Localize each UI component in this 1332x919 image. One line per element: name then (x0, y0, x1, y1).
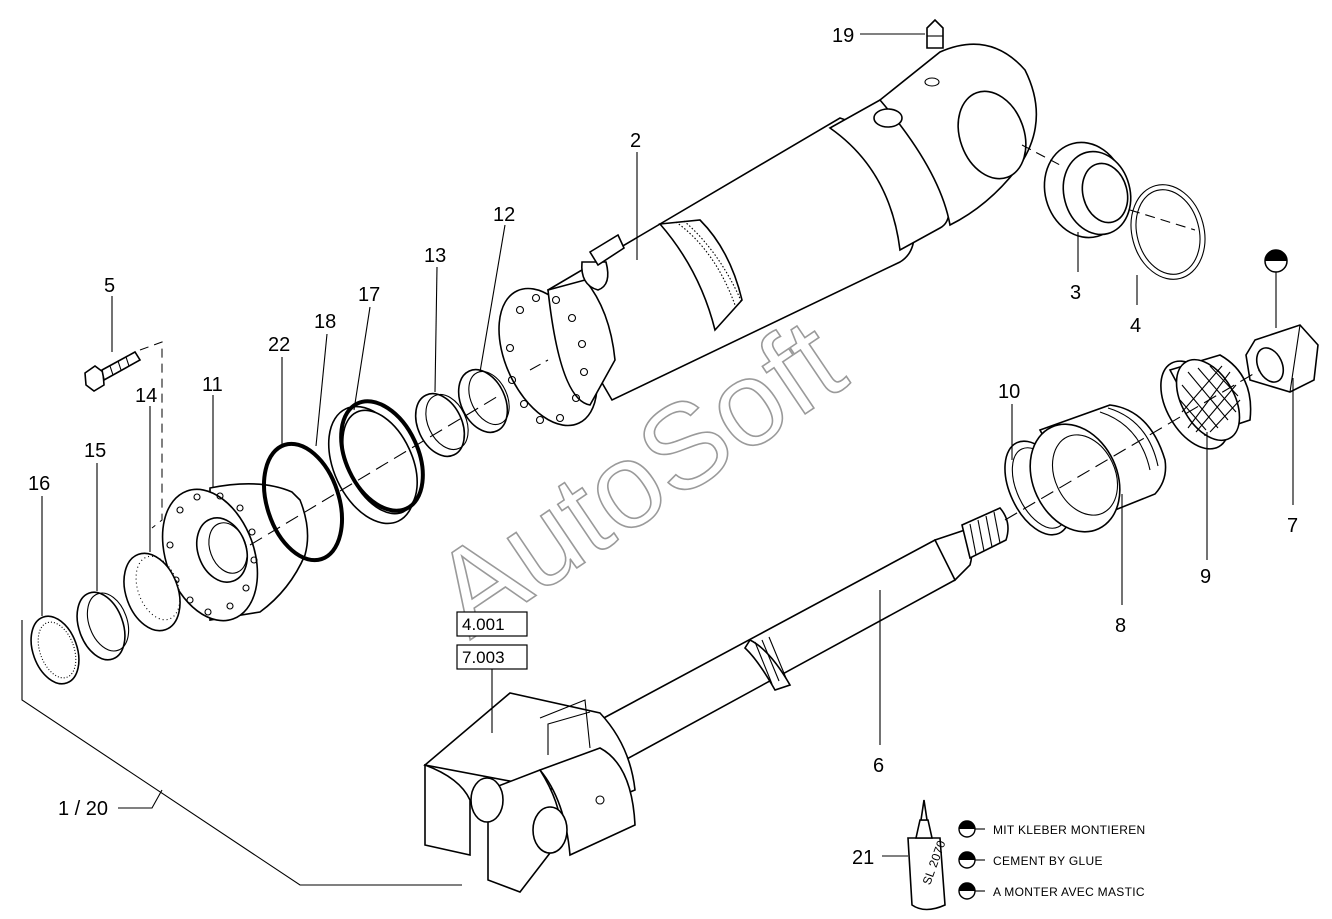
callout-4: 4 (1130, 315, 1141, 337)
callout-2: 2 (630, 130, 641, 152)
legend-half-circle-icon (958, 820, 985, 838)
callout-22: 22 (268, 334, 290, 356)
part-9-nut-ring (1160, 354, 1252, 450)
legend-half-circle-icon (958, 882, 985, 900)
cylinder-barrel (498, 18, 1038, 427)
part-12-ring (457, 368, 510, 434)
callout-3: 3 (1070, 282, 1081, 304)
callout-14: 14 (135, 385, 157, 407)
callout-17: 17 (358, 284, 380, 306)
callout-15: 15 (84, 440, 106, 462)
part-16-ring (30, 615, 80, 685)
legend-line-en: CEMENT BY GLUE (993, 854, 1103, 868)
callout-1-20: 1 / 20 (58, 798, 108, 820)
flange-bolt-holes (505, 293, 589, 425)
callout-19: 19 (832, 25, 854, 47)
part-18-17-seals (327, 399, 425, 525)
part-15-ring (76, 591, 130, 661)
part-14-wiper (123, 552, 181, 632)
glue-bottle-icon: SL 2070 (907, 799, 949, 911)
reference-box-4001[interactable]: 4.001 (456, 611, 528, 637)
callout-7: 7 (1287, 515, 1298, 537)
part-4-circlip (1129, 184, 1206, 280)
part-13-ring (414, 392, 469, 458)
part-3-bushing (1021, 141, 1132, 239)
svg-text:7.003: 7.003 (462, 648, 505, 667)
part-22-oring (262, 441, 344, 563)
callout-6: 6 (873, 755, 884, 777)
callout-9: 9 (1200, 566, 1211, 588)
callout-18: 18 (314, 311, 336, 333)
legend-half-circle-icon (958, 851, 985, 869)
legend-line-de: MIT KLEBER MONTIEREN (993, 823, 1145, 837)
svg-text:4.001: 4.001 (462, 615, 505, 634)
leader-lines (21, 33, 1294, 886)
axis-left (249, 394, 501, 546)
part-5-bolt (84, 341, 163, 529)
callout-11: 11 (202, 374, 223, 396)
callout-5: 5 (104, 275, 115, 297)
legend: MIT KLEBER MONTIEREN CEMENT BY GLUE A MO… (958, 820, 1145, 900)
part-11-gland (161, 483, 309, 622)
axis-right (1004, 369, 1261, 521)
glue-marker-icon (1264, 249, 1288, 328)
callout-21: 21 (852, 847, 874, 869)
reference-box-7003[interactable]: 7.003 (456, 644, 528, 670)
callout-10: 10 (998, 381, 1020, 403)
callout-16: 16 (28, 473, 50, 495)
legend-line-fr: A MONTER AVEC MASTIC (993, 885, 1145, 899)
rod-spline (754, 636, 787, 685)
rod-clevis (423, 692, 636, 893)
callout-12: 12 (493, 204, 515, 226)
callout-8: 8 (1115, 615, 1126, 637)
part-6-piston-rod (598, 507, 1009, 762)
rod-thread (969, 511, 1001, 556)
part-7-nut (1245, 324, 1319, 393)
callout-13: 13 (424, 245, 446, 267)
